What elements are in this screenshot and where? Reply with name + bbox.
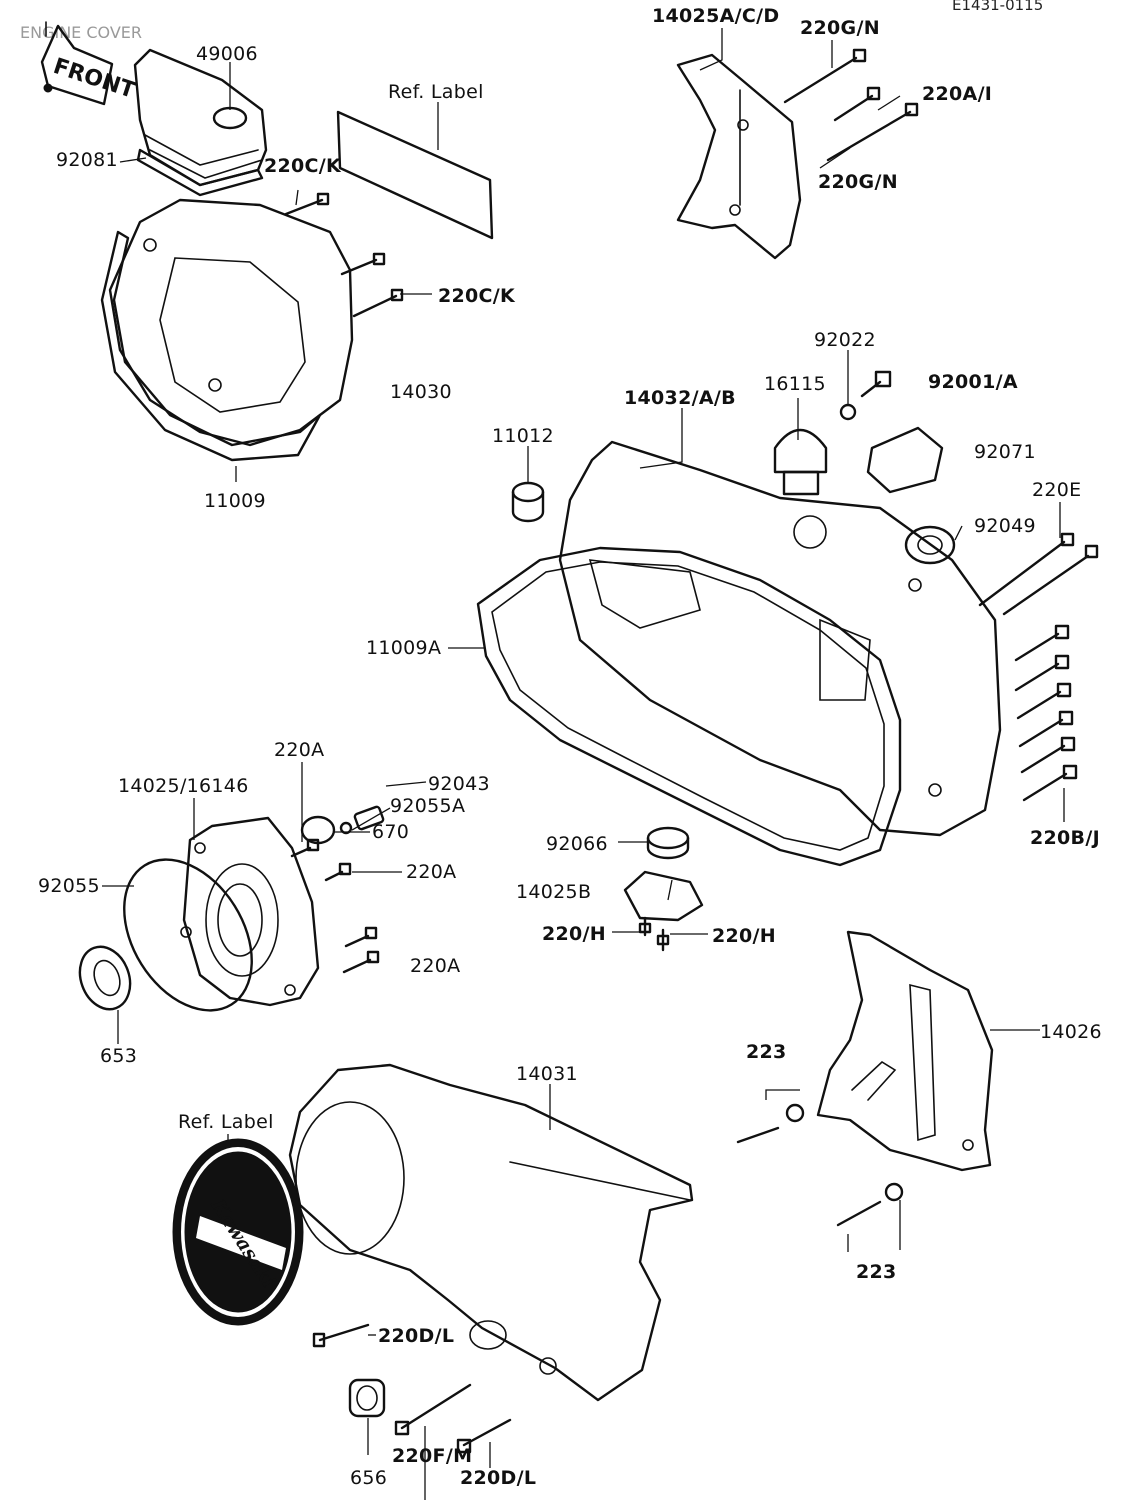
label-49006: 49006 bbox=[196, 43, 258, 65]
label-14026: 14026 bbox=[1040, 1021, 1102, 1043]
bolt-220a-low-a bbox=[344, 926, 378, 948]
label-656: 656 bbox=[350, 1467, 387, 1489]
part-92071-grommet bbox=[866, 426, 944, 494]
part-16115-plug bbox=[773, 429, 828, 496]
part-92049-oil-seal bbox=[904, 525, 956, 565]
bolt-220dl-b bbox=[456, 1418, 512, 1454]
label-14025-16146: 14025/16146 bbox=[118, 775, 249, 797]
bolt-220dl-a bbox=[312, 1323, 370, 1348]
label-11009a: 11009A bbox=[366, 637, 441, 659]
part-92055a-washer bbox=[339, 821, 353, 835]
bolt-220gn-a bbox=[783, 48, 867, 104]
part-92001a-bolt bbox=[860, 370, 892, 398]
label-223-1: 223 bbox=[746, 1041, 787, 1063]
label-92022: 92022 bbox=[814, 329, 876, 351]
ref-label-plate-top bbox=[336, 110, 494, 240]
part-92081-gasket bbox=[136, 148, 264, 197]
label-11009: 11009 bbox=[204, 490, 266, 512]
bolt-223-a bbox=[736, 1103, 805, 1144]
label-14025b: 14025B bbox=[516, 881, 591, 903]
label-220gn-1: 220G/N bbox=[800, 17, 880, 39]
label-220dl-2: 220D/L bbox=[460, 1467, 536, 1489]
bolt-220e-b bbox=[1002, 544, 1099, 616]
label-92001a: 92001/A bbox=[928, 371, 1018, 393]
label-220h-2: 220/H bbox=[712, 925, 776, 947]
front-label: FRONT bbox=[50, 54, 138, 104]
label-92049: 92049 bbox=[974, 515, 1036, 537]
leader-lines bbox=[102, 28, 1065, 1500]
label-220a-1: 220A bbox=[274, 739, 324, 761]
part-11012-bushing bbox=[511, 481, 545, 523]
label-220a-2: 220A bbox=[406, 861, 456, 883]
bolt-220fm bbox=[394, 1383, 472, 1436]
part-92066-seal bbox=[646, 826, 690, 860]
part-49006-cover bbox=[133, 48, 268, 187]
part-656-seal bbox=[348, 1378, 386, 1418]
bolt-220a-mid bbox=[324, 862, 352, 882]
part-14025b-cover bbox=[623, 870, 704, 922]
figure-code: E1431-0115 bbox=[952, 0, 1043, 14]
part-653-seal bbox=[78, 945, 132, 1011]
bolt-220gn-b bbox=[826, 102, 919, 162]
screw-220h-b bbox=[656, 928, 670, 952]
label-14032ab: 14032/A/B bbox=[624, 387, 736, 409]
part-92022-washer bbox=[839, 403, 857, 421]
label-220ai: 220A/I bbox=[922, 83, 992, 105]
label-92071: 92071 bbox=[974, 441, 1036, 463]
label-220dl-1: 220D/L bbox=[378, 1325, 454, 1347]
bolt-220ck-b bbox=[340, 252, 386, 276]
label-92081: 92081 bbox=[56, 149, 118, 171]
part-11009-gasket bbox=[100, 230, 322, 462]
bolt-220ai bbox=[833, 86, 881, 122]
label-670: 670 bbox=[372, 821, 409, 843]
label-92055a: 92055A bbox=[390, 795, 465, 817]
part-11009a-gasket bbox=[476, 546, 902, 867]
label-220ck-1: 220C/K bbox=[264, 155, 342, 177]
label-ref-label-bottom: Ref. Label bbox=[178, 1111, 274, 1133]
label-220gn-2: 220G/N bbox=[818, 171, 898, 193]
label-220bj: 220B/J bbox=[1030, 827, 1100, 849]
bolt-220a-low-b bbox=[342, 950, 380, 974]
label-220ck-2: 220C/K bbox=[438, 285, 516, 307]
bolt-220a-top bbox=[290, 838, 320, 858]
part-14025acd-guard bbox=[676, 53, 802, 260]
label-223-2: 223 bbox=[856, 1261, 897, 1283]
label-14031: 14031 bbox=[516, 1063, 578, 1085]
screw-220h-a bbox=[638, 916, 652, 937]
label-92043: 92043 bbox=[428, 773, 490, 795]
bolt-220bj-stack bbox=[1014, 624, 1078, 802]
label-14025acd: 14025A/C/D bbox=[652, 5, 779, 27]
label-ref-label-top: Ref. Label bbox=[388, 81, 484, 103]
section-title: ENGINE COVER bbox=[20, 23, 142, 42]
label-11012: 11012 bbox=[492, 425, 554, 447]
bolt-220e-a bbox=[978, 532, 1075, 607]
label-14030: 14030 bbox=[390, 381, 452, 403]
bolt-223-b bbox=[836, 1182, 904, 1227]
bolt-220ck-c bbox=[352, 288, 404, 318]
part-14025-16146-cover bbox=[180, 816, 320, 1007]
label-220a-3: 220A bbox=[410, 955, 460, 977]
label-653: 653 bbox=[100, 1045, 137, 1067]
label-220h-1: 220/H bbox=[542, 923, 606, 945]
part-14031-cover bbox=[288, 1063, 694, 1402]
label-220fm: 220F/M bbox=[392, 1445, 472, 1467]
part-92055-o-ring bbox=[123, 858, 253, 1012]
part-14032ab-cover bbox=[558, 440, 1002, 837]
bolt-220ck-a bbox=[284, 192, 330, 216]
label-92055: 92055 bbox=[38, 875, 100, 897]
part-14026-cover bbox=[816, 930, 994, 1172]
label-220e: 220E bbox=[1032, 479, 1081, 501]
kawasaki-emblem: Kawasaki bbox=[172, 1138, 304, 1326]
label-92066: 92066 bbox=[546, 833, 608, 855]
label-16115: 16115 bbox=[764, 373, 826, 395]
